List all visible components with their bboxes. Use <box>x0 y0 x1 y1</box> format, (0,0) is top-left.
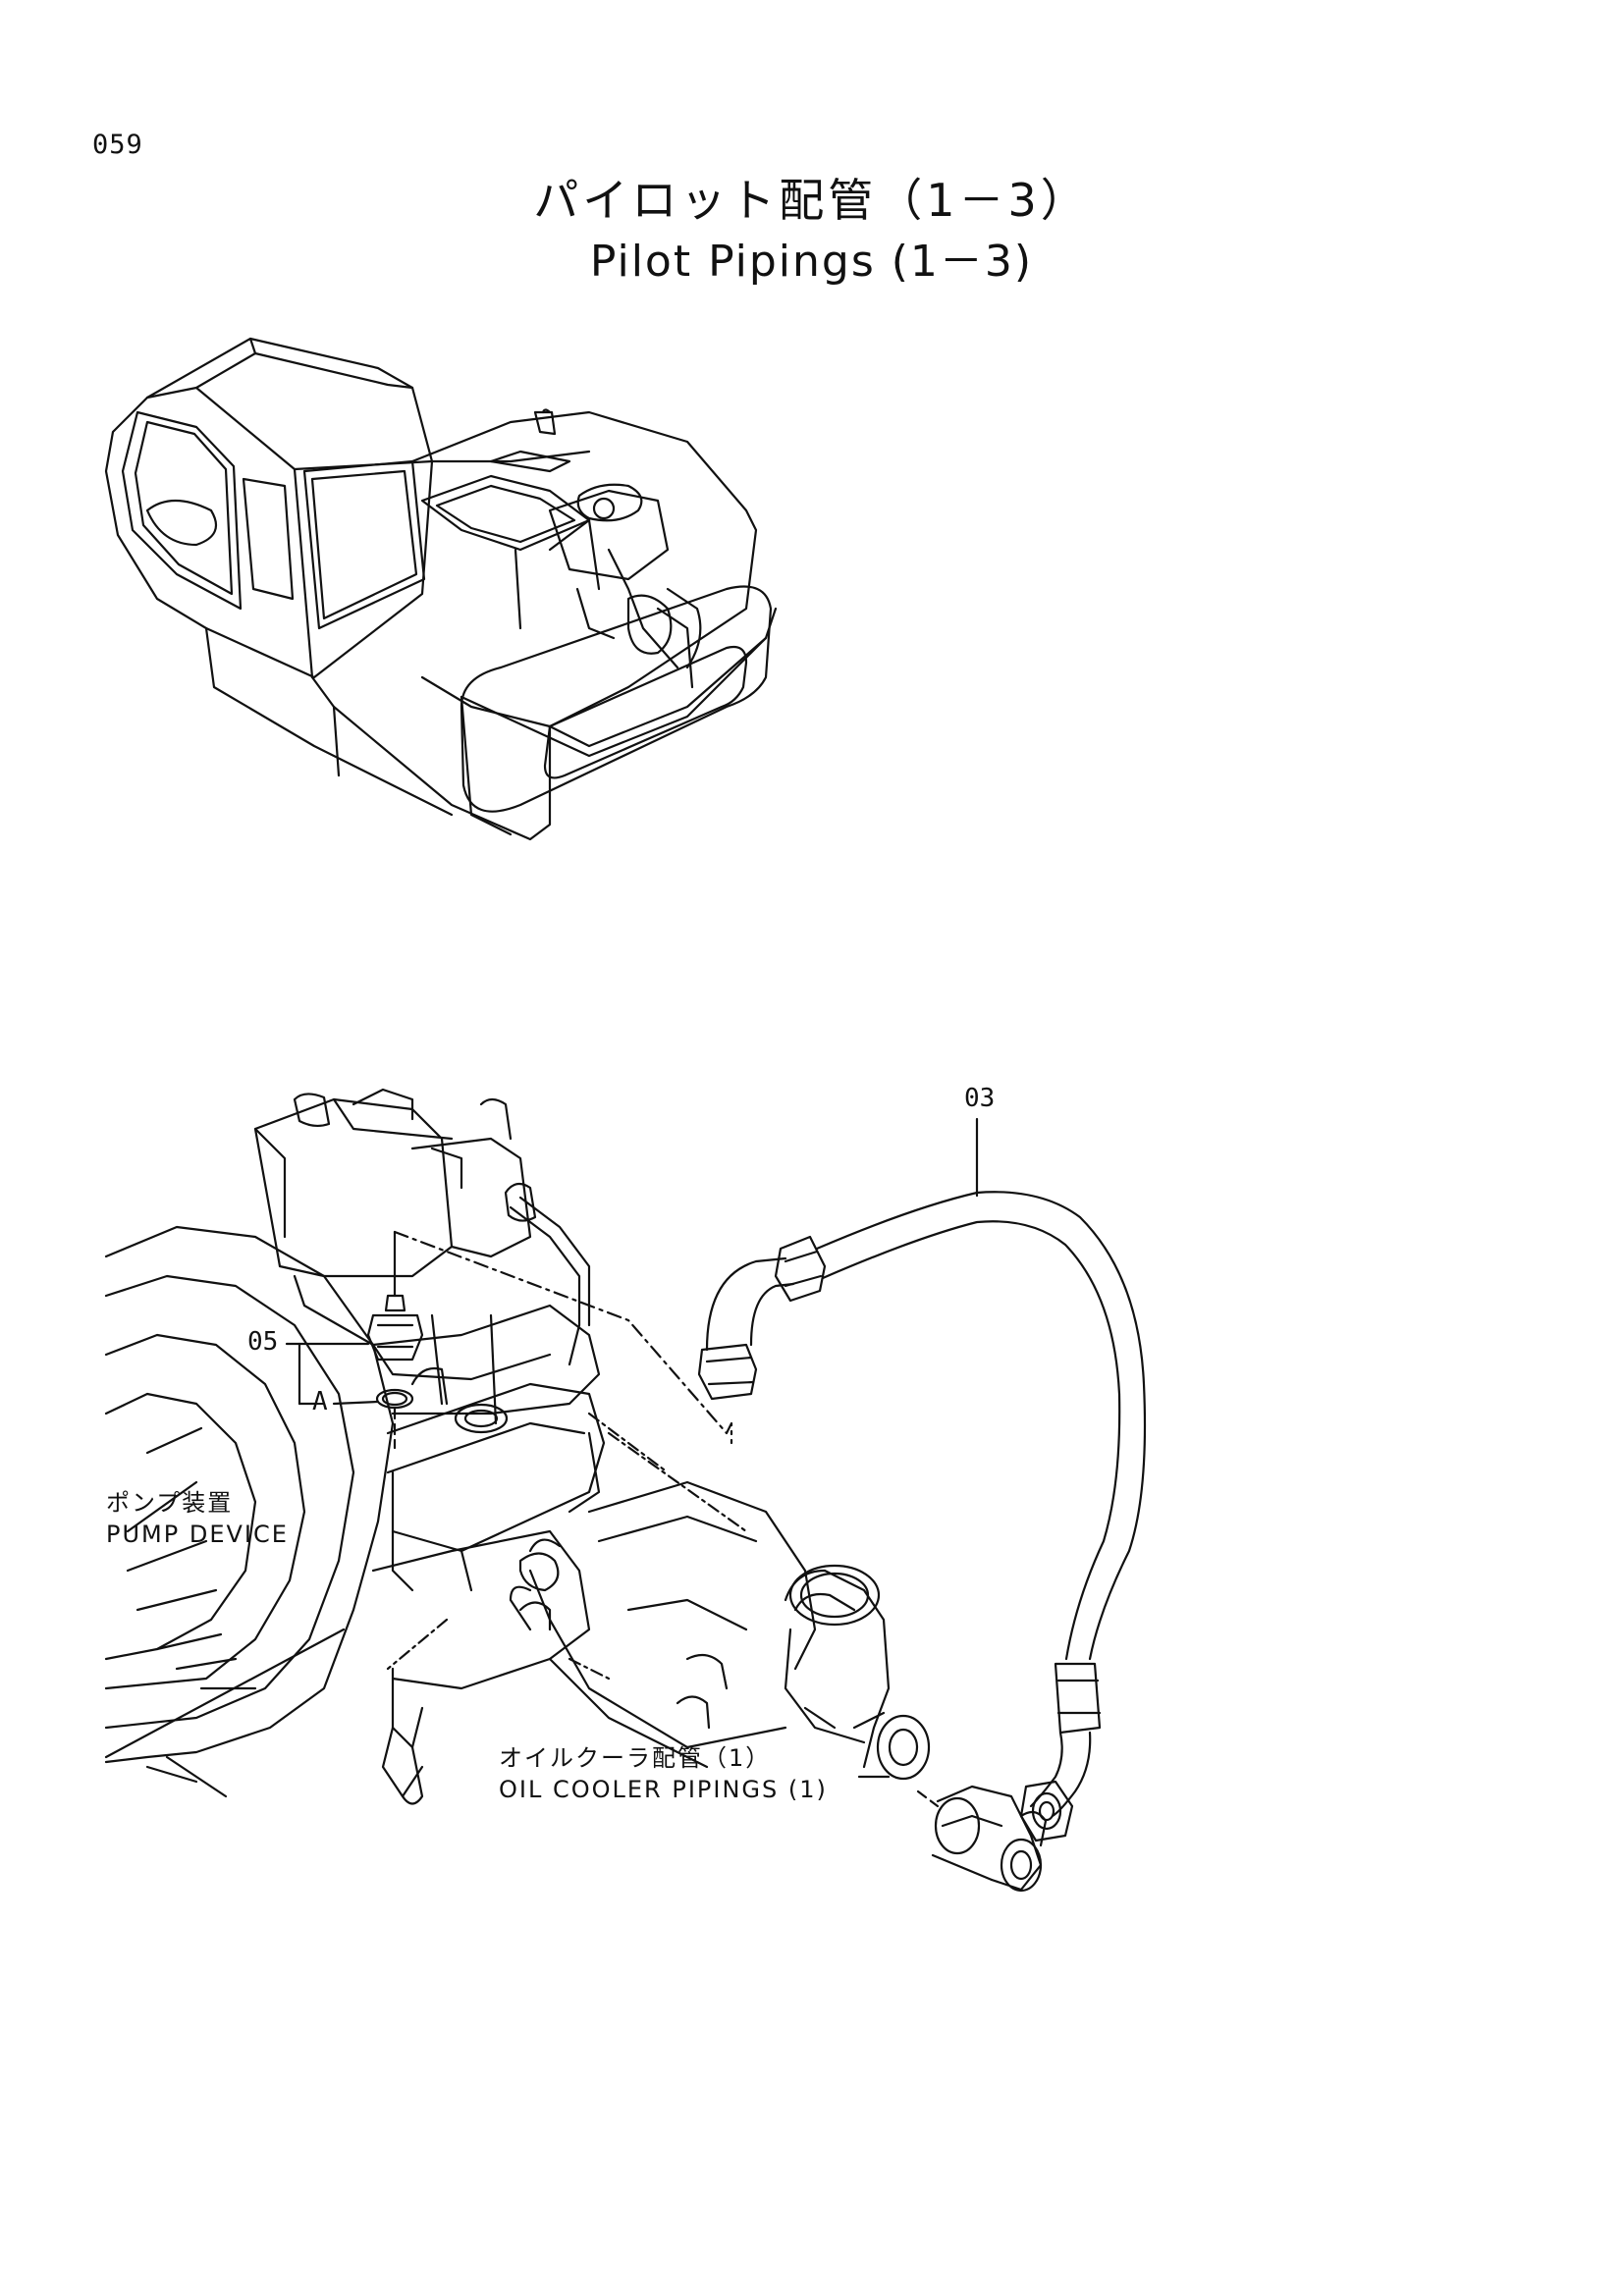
part-03-hose-drawing <box>697 1191 1147 1842</box>
page-number: 059 <box>92 130 143 160</box>
pump-device-label-jp: ポンプ装置 <box>106 1489 234 1517</box>
pump-assembly-drawing <box>104 1088 1048 1893</box>
title-english: Pilot Pipings (1－3) <box>589 237 1034 287</box>
callout-a-leader <box>332 1400 379 1406</box>
title-japanese: パイロット配管（1－3） <box>533 174 1090 227</box>
oil-cooler-label-en: OIL COOLER PIPINGS (1) <box>499 1776 828 1804</box>
callout-03: 03 <box>964 1084 996 1113</box>
oil-cooler-pipings-label: オイルクーラ配管（1） OIL COOLER PIPINGS (1) <box>499 1742 828 1806</box>
callout-a: A <box>312 1387 328 1416</box>
oil-cooler-label-jp: オイルクーラ配管（1） <box>499 1744 772 1772</box>
part-05-fitting-drawing <box>366 1230 424 1450</box>
excavator-overview-drawing <box>104 337 778 841</box>
callout-05: 05 <box>247 1327 279 1357</box>
pump-device-label: ポンプ装置 PUMP DEVICE <box>106 1487 289 1551</box>
pump-device-label-en: PUMP DEVICE <box>106 1521 289 1549</box>
installation-guide-line <box>393 1230 733 1445</box>
